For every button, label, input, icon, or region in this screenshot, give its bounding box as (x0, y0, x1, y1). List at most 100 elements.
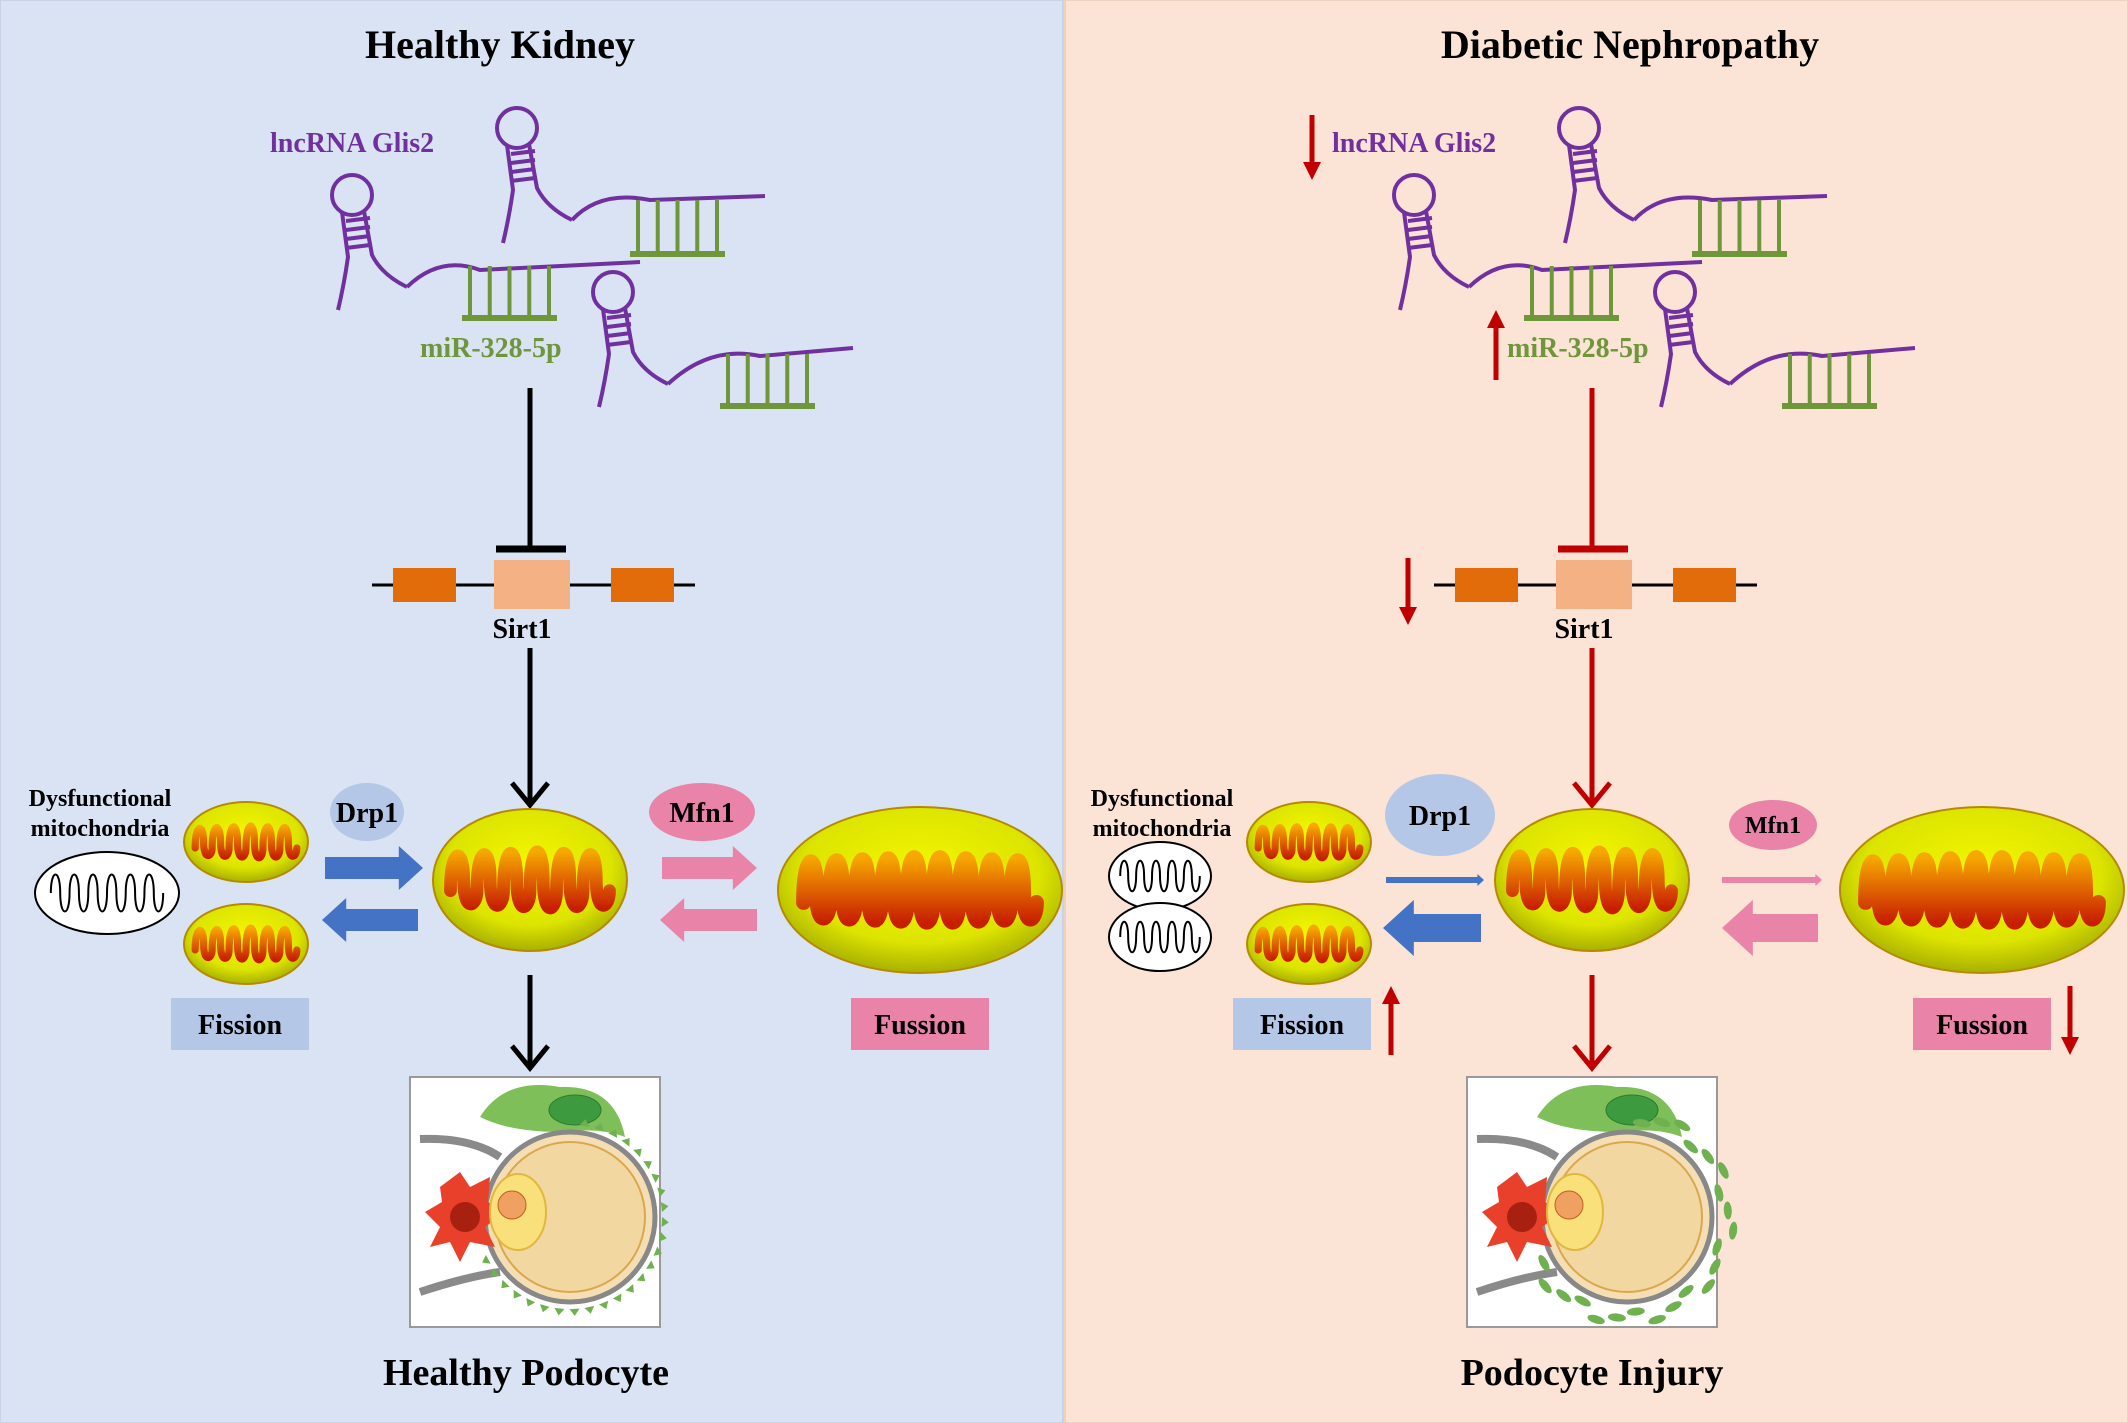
right-hairpin-2-strand-a (1398, 211, 1413, 311)
left-foot-process (599, 1300, 609, 1310)
left-foot-process (579, 1119, 590, 1127)
right-hairpin-3-rung (1668, 340, 1694, 347)
right-hairpin-3 (1653, 270, 1731, 408)
left-foot-process (651, 1173, 660, 1183)
right-foot-process (1714, 1184, 1724, 1202)
right-foot-process (1712, 1238, 1722, 1256)
right-hairpin-3-loop (1653, 270, 1697, 314)
right-hairpin-2-rung (1407, 234, 1433, 241)
left-fusion-arrow-right (662, 846, 757, 890)
right-dysfunctional-mito-bottom-cristae (1119, 920, 1201, 954)
right-fusion-arrow-left (1722, 900, 1818, 956)
right-dysfunctional-mito-top-cristae (1119, 859, 1201, 893)
right-strand-2 (1467, 260, 1703, 289)
right-mirna-comb-3 (1782, 354, 1877, 409)
right-fission-arrow-left (1383, 900, 1481, 956)
right-mirna-up-indicator-head (1487, 310, 1505, 328)
left-foot-process (554, 1307, 565, 1316)
left-foot-process (594, 1123, 604, 1132)
right-fusion-mito (1839, 806, 2125, 974)
left-fusion-mito-cristae (796, 850, 1044, 930)
right-hairpin-1 (1557, 106, 1635, 244)
right-foot-process (1632, 1118, 1651, 1128)
left-hairpin-3-strand-b (623, 307, 669, 386)
right-sirt1-down-indicator-head (1399, 607, 1417, 625)
left-foot-process (621, 1137, 630, 1147)
right-lncrna-down-indicator-head (1303, 162, 1321, 180)
left-podocyte-nucleus (548, 1094, 602, 1126)
right-strand-3 (1728, 346, 1916, 386)
left-hairpin-1-loop (495, 106, 539, 150)
right-hairpin-2 (1392, 173, 1470, 311)
left-hairpin-1-rung (510, 158, 536, 165)
left-strand-2 (405, 260, 641, 289)
left-sirt1-exon (494, 560, 570, 609)
right-fission-up-indicator-head (1382, 986, 1400, 1004)
left-hairpin-3-rung (606, 340, 632, 347)
left-hairpin-3-strand-a (597, 308, 612, 408)
right-foot-process (1574, 1295, 1591, 1307)
left-hairpin-1-strand-b (527, 143, 573, 222)
left-strand-1 (570, 194, 766, 222)
left-foot-process (636, 1272, 646, 1282)
left-hairpin-2 (330, 173, 408, 311)
right-mirna-label: miR-328-5p (1507, 333, 1649, 364)
right-foot-process (1653, 1117, 1671, 1127)
right-outcome-label: Podocyte Injury (1461, 1352, 1724, 1394)
drawing-layer (34, 106, 2125, 1328)
left-fusion-box (851, 998, 989, 1050)
left-fission-label: Fission (198, 1010, 282, 1041)
right-arrow-mito-to-podocyte-head (1572, 1044, 1612, 1072)
left-hairpin-2-rung (345, 216, 371, 223)
left-foot-process (653, 1246, 662, 1256)
right-fission-label: Fission (1260, 1010, 1344, 1041)
left-fission-box (171, 998, 309, 1050)
left-fission-arrow-right (325, 846, 423, 890)
left-foot-process (513, 1289, 522, 1299)
left-outcome-label: Healthy Podocyte (383, 1352, 669, 1394)
right-fission-mito-top (1246, 801, 1372, 883)
left-mfn1-bubble (649, 783, 755, 841)
right-sirt1-exon (1556, 560, 1632, 609)
right-endothelial-nucleus (1554, 1190, 1584, 1220)
left-dysfunctional-mito-cristae (49, 873, 165, 913)
left-dysfunctional-label-line2: mitochondria (31, 816, 170, 842)
left-fusion-mito (777, 806, 1063, 974)
left-hairpin-3 (591, 270, 669, 408)
left-mirna-label: miR-328-5p (420, 333, 562, 364)
right-foot-process (1538, 1278, 1552, 1294)
left-panel-title: Healthy Kidney (365, 22, 635, 67)
right-mirna-comb-2 (1524, 266, 1619, 321)
right-foot-process (1607, 1313, 1626, 1322)
left-hairpin-2-rung (345, 225, 371, 232)
right-drp1-label: Drp1 (1409, 801, 1471, 832)
left-dysfunctional-label-line1: Dysfunctional (29, 786, 172, 812)
right-hairpin-2-rung (1407, 216, 1433, 223)
right-fusion-box (1913, 998, 2051, 1050)
right-drp1-bubble (1385, 774, 1495, 856)
right-fusion-arrow-right (1722, 874, 1822, 886)
left-arrow-mito-to-podocyte-head (510, 1044, 550, 1072)
left-lncrna-label: lncRNA Glis2 (270, 128, 434, 159)
right-hairpin-3-strand-a (1659, 308, 1674, 408)
right-exon-left (1455, 568, 1518, 602)
left-hairpin-2-rung (345, 243, 371, 250)
left-mirna-comb-1 (630, 200, 725, 257)
right-foot-process (1665, 1301, 1682, 1313)
right-hairpin-2-strand-b (1424, 210, 1470, 289)
right-foot-process (1538, 1255, 1550, 1272)
right-hairpin-1-strand-b (1589, 143, 1635, 222)
right-arrow-sirt1-to-mito-head (1572, 781, 1612, 809)
left-hairpin-2-rung (345, 234, 371, 241)
left-fission-mito-bottom-cristae (191, 924, 301, 964)
right-hairpin-1-strand-a (1563, 144, 1578, 244)
right-foot-process (1674, 1119, 1691, 1132)
left-dysfunctional-mito (34, 851, 180, 935)
left-fission-mito-top (183, 801, 309, 883)
left-drp1-label: Drp1 (336, 798, 398, 829)
left-strand-3 (666, 346, 854, 386)
right-hairpin-3-rung (1668, 322, 1694, 329)
left-fusion-label: Fussion (874, 1010, 966, 1041)
